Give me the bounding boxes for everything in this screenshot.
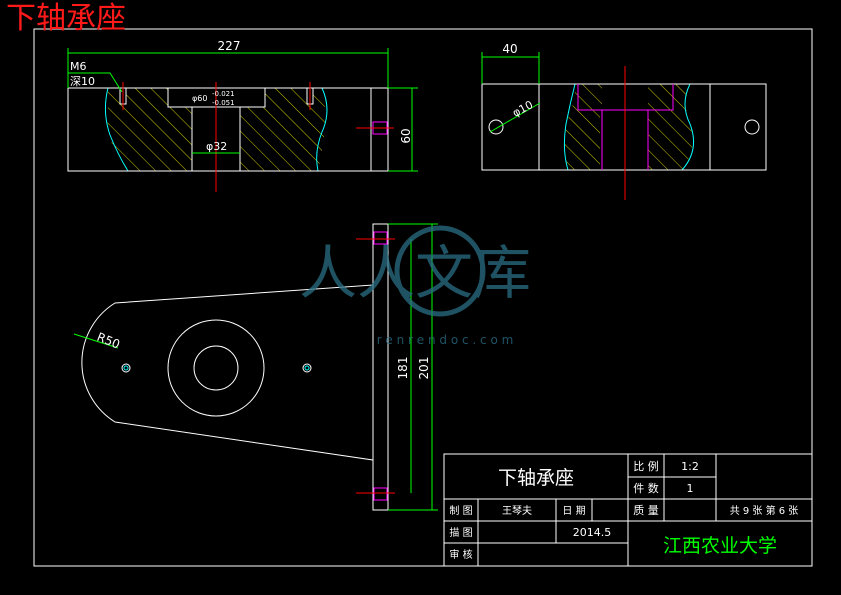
tb-sheet-info: 共 9 张 第 6 张 — [730, 504, 799, 517]
dim-tol-lower-text: -0.051 — [212, 99, 235, 107]
front-section-hatch-left — [107, 88, 192, 171]
side-hole-right — [744, 119, 760, 135]
top-flange-hidden-top — [373, 231, 388, 245]
tb-date-value: 2014.5 — [573, 526, 612, 539]
top-bore-inner — [193, 345, 239, 391]
dim-181-text: 181 — [396, 357, 410, 380]
top-hole-right — [302, 363, 312, 373]
side-break-line-right — [681, 83, 695, 171]
watermark-ring — [394, 225, 486, 317]
tb-date-label: 日 期 — [562, 505, 585, 517]
side-break-line-left — [563, 83, 576, 171]
dim-m6-text: M6 — [70, 60, 87, 73]
top-hole-left — [121, 363, 131, 373]
front-outline — [67, 87, 389, 172]
tb-part-name: 下轴承座 — [498, 467, 574, 489]
top-view — [73, 223, 438, 511]
dim-201-text: 201 — [417, 357, 431, 380]
front-break-line-left — [104, 87, 129, 172]
dim-phi32-text: φ32 — [206, 140, 227, 153]
tb-qty-value: 1 — [687, 482, 694, 495]
title-block — [443, 453, 813, 567]
dim-phi10-text: φ10 — [510, 98, 535, 119]
page-title: 下轴承座 — [6, 1, 126, 36]
tb-drawn-label: 制 图 — [449, 504, 472, 517]
tb-traced-label: 描 图 — [449, 526, 472, 539]
side-section-hatch-left — [564, 84, 602, 170]
tb-scale-label: 比 例 — [633, 459, 659, 473]
tb-scale-value: 1:2 — [681, 460, 699, 473]
side-outline — [481, 83, 767, 171]
tb-checked-label: 审 核 — [449, 548, 472, 561]
front-break-line-right — [316, 87, 328, 172]
dim-227-text: 227 — [218, 39, 241, 53]
front-section-hatch-right — [240, 88, 326, 171]
dim-tol-upper-text: -0.021 — [212, 90, 235, 98]
side-view — [481, 52, 767, 200]
top-flange — [372, 223, 389, 511]
dim-60-text: 60 — [399, 128, 413, 143]
watermark-main: 人人文库 — [299, 239, 531, 307]
phi10-leader — [489, 102, 541, 133]
watermark-sub: r e n r e n d o c . c o m — [377, 333, 514, 347]
dim-40-text: 40 — [502, 42, 517, 56]
drawing-border — [33, 28, 813, 567]
dim-phi60-text: φ60 — [192, 94, 207, 103]
dimension-texts: 227 M6 深10 φ60 -0.021 -0.051 φ32 60 40 φ… — [70, 39, 535, 379]
tb-school: 江西农业大学 — [663, 535, 777, 557]
dim-depth10-text: 深10 — [70, 75, 95, 88]
top-flange-hidden-bottom — [373, 487, 388, 501]
r50-leader — [73, 333, 119, 349]
top-outline — [81, 284, 374, 461]
front-view — [67, 48, 418, 192]
title-block-texts: 下轴承座 比 例 1:2 件 数 1 制 图 王琴夫 日 期 质 量 共 9 张… — [449, 459, 798, 561]
m6-leader — [68, 72, 123, 93]
tb-drawn-name: 王琴夫 — [502, 505, 532, 517]
top-hole-left-thread — [123, 365, 129, 371]
top-hole-right-thread — [304, 365, 310, 371]
top-boss-outer — [167, 319, 265, 417]
dim-r50-text: R50 — [95, 330, 122, 352]
tb-qty-label: 件 数 — [633, 482, 659, 495]
side-section-hatch-right — [648, 84, 693, 170]
side-hole-left — [488, 119, 504, 135]
watermark: 人人文库 r e n r e n d o c . c o m — [299, 225, 531, 347]
tb-weight-label: 质 量 — [633, 504, 659, 517]
